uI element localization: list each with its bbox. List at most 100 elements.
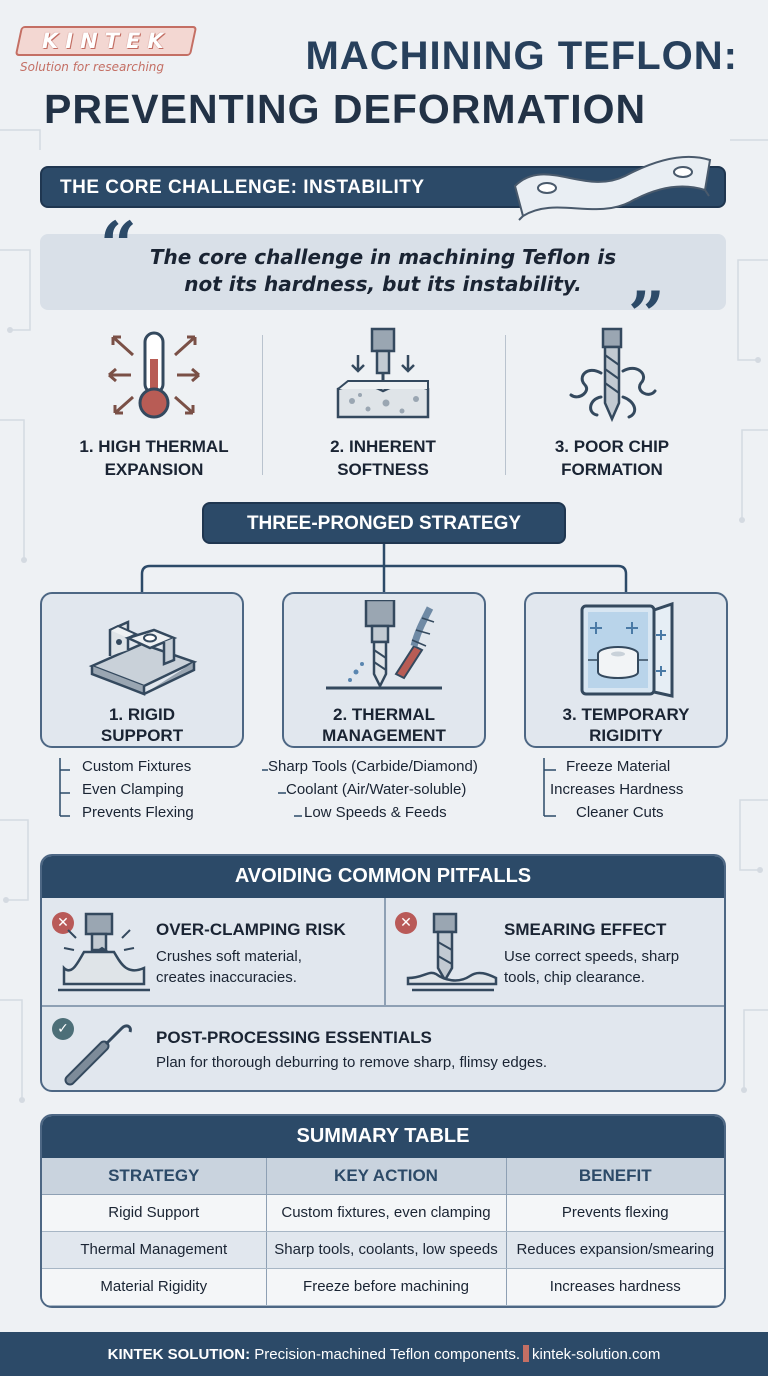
column-header: STRATEGY — [42, 1158, 267, 1195]
pitfall-description: Plan for thorough deburring to remove sh… — [156, 1054, 548, 1071]
core-challenge-heading: THE CORE CHALLENGE: INSTABILITY — [60, 177, 425, 198]
strategy-card-title-line2: MANAGEMENT — [322, 726, 446, 745]
strategy-bullet: Custom Fixtures — [82, 758, 192, 775]
table-cell: Reduces expansion/smearing — [506, 1231, 724, 1269]
summary-table: STRATEGY KEY ACTION BENEFIT Rigid Suppor… — [42, 1158, 724, 1306]
soft-material-icon — [336, 327, 430, 419]
strategy-card-title-line2: SUPPORT — [100, 726, 184, 745]
core-challenge-quote: The core challenge in machining Teflon i… — [40, 234, 726, 310]
bullet-tree-lines — [262, 769, 302, 817]
strategy-bullets-thermal: Sharp Tools (Carbide/Diamond) Coolant (A… — [258, 758, 518, 827]
summary-table-panel: SUMMARY TABLE STRATEGY KEY ACTION BENEFI… — [40, 1114, 726, 1308]
close-quote-icon: ” — [628, 278, 665, 353]
challenge-label: 2. INHERENT SOFTNESS — [269, 435, 497, 481]
freezer-icon — [580, 601, 674, 698]
footer-text: KINTEK SOLUTION: Precision-machined Tefl… — [0, 1345, 768, 1363]
bullet-tree-lines — [59, 758, 70, 817]
table-cell: Sharp tools, coolants, low speeds — [266, 1231, 507, 1269]
fixture-icon — [88, 620, 198, 696]
strategy-card-title: 3. TEMPORARY RIGIDITY — [526, 704, 726, 746]
logo-badge: KINTEK — [14, 26, 198, 56]
strategy-connector-lines — [140, 544, 628, 592]
coolant-tool-icon — [326, 600, 442, 690]
strategy-card-title-line1: 3. TEMPORARY — [562, 705, 690, 724]
strategy-bullet: Coolant (Air/Water-soluble) — [286, 781, 467, 798]
strategy-card-title-line1: 1. RIGID — [108, 705, 176, 724]
strategy-bullet: Even Clamping — [82, 781, 184, 798]
table-cell: Thermal Management — [42, 1231, 267, 1269]
table-cell: Freeze before machining — [266, 1268, 507, 1306]
summary-heading: SUMMARY TABLE — [296, 1125, 470, 1147]
thermometer-icon — [108, 331, 200, 419]
column-header: BENEFIT — [506, 1158, 724, 1195]
challenge-divider — [262, 335, 263, 475]
challenge-list: 1. HIGH THERMAL EXPANSION 2. INHERENT S — [40, 325, 726, 485]
challenge-label: 1. HIGH THERMAL EXPANSION — [40, 435, 268, 481]
table-cell: Increases hardness — [506, 1268, 724, 1306]
checkmark-icon: ✓ — [52, 1018, 74, 1040]
warning-x-icon: ✕ — [395, 912, 417, 934]
pitfalls-header: AVOIDING COMMON PITFALLS — [42, 856, 724, 898]
challenge-poor-chip-formation: 3. POOR CHIP FORMATION — [498, 325, 726, 485]
pitfall-description-line2: creates inaccuracies. — [156, 969, 297, 986]
pitfall-title: POST-PROCESSING ESSENTIALS — [156, 1028, 432, 1047]
footer-brand: KINTEK SOLUTION: — [107, 1346, 251, 1363]
challenge-label-line2: SOFTNESS — [337, 460, 429, 479]
pitfalls-grid-lines — [42, 898, 724, 1007]
quote-text: The core challenge in machining Teflon i… — [40, 244, 726, 298]
logo-text: KINTEK — [41, 29, 171, 53]
brand-logo[interactable]: KINTEK Solution for researching — [14, 26, 198, 74]
strategy-heading-pill: THREE-PRONGED STRATEGY — [202, 502, 566, 544]
challenge-label-line1: 1. HIGH THERMAL — [79, 437, 229, 456]
challenge-label-line1: 3. POOR CHIP — [554, 437, 670, 456]
table-cell: Material Rigidity — [42, 1268, 267, 1306]
table-header-row: STRATEGY KEY ACTION BENEFIT — [42, 1158, 724, 1195]
page-title-line1: MACHINING TEFLON: — [305, 34, 738, 78]
strategy-bullets-rigidity: Freeze Material Increases Hardness Clean… — [540, 758, 760, 827]
pitfall-description: Crushes soft material, creates inaccurac… — [156, 946, 302, 988]
strategy-bullet: Freeze Material — [566, 758, 671, 775]
strategy-card-title-line1: 2. THERMAL — [333, 705, 435, 724]
strategy-bullet: Prevents Flexing — [82, 804, 194, 821]
pitfalls-panel: AVOIDING COMMON PITFALLS ✕ OVER-CLAMPING… — [40, 854, 726, 1092]
challenge-label-line2: EXPANSION — [104, 460, 204, 479]
table-row: Thermal Management Sharp tools, coolants… — [42, 1231, 724, 1269]
challenge-label-line1: 2. INHERENT — [330, 437, 436, 456]
pitfall-title: SMEARING EFFECT — [504, 920, 667, 939]
smearing-icon — [406, 912, 498, 992]
strategy-bullet: Low Speeds & Feeds — [304, 804, 447, 821]
warning-x-icon: ✕ — [52, 912, 74, 934]
warped-teflon-strip-icon — [513, 155, 712, 221]
strategy-bullet: Cleaner Cuts — [576, 804, 664, 821]
strategy-card-title: 2. THERMAL MANAGEMENT — [284, 704, 484, 746]
summary-header: SUMMARY TABLE — [42, 1116, 724, 1158]
page-title-line2: PREVENTING DEFORMATION — [44, 86, 647, 132]
pitfall-description-line1: Crushes soft material, — [156, 948, 302, 965]
strategy-bullet: Sharp Tools (Carbide/Diamond) — [268, 758, 478, 775]
logo-tagline: Solution for researching — [20, 60, 165, 74]
quote-line-2: not its hardness, but its instability. — [184, 272, 582, 296]
quote-line-1: The core challenge in machining Teflon i… — [149, 245, 617, 269]
pitfalls-heading: AVOIDING COMMON PITFALLS — [234, 865, 532, 887]
bullet-tree-lines — [543, 758, 556, 817]
challenge-thermal-expansion: 1. HIGH THERMAL EXPANSION — [40, 325, 268, 485]
table-cell: Prevents flexing — [506, 1194, 724, 1232]
strategy-card-title: 1. RIGID SUPPORT — [42, 704, 242, 746]
pitfall-description-line1: Use correct speeds, sharp — [504, 948, 680, 965]
strategy-card-rigid-support: 1. RIGID SUPPORT — [40, 592, 244, 748]
strategy-bullets-rigid: Custom Fixtures Even Clamping Prevents F… — [56, 758, 276, 827]
table-cell: Rigid Support — [42, 1194, 267, 1232]
drill-chips-icon — [569, 327, 657, 423]
challenge-label-line2: FORMATION — [561, 460, 663, 479]
strategy-heading: THREE-PRONGED STRATEGY — [246, 513, 522, 534]
table-cell: Custom fixtures, even clamping — [266, 1194, 507, 1232]
footer-bar: KINTEK SOLUTION: Precision-machined Tefl… — [0, 1332, 768, 1376]
challenge-inherent-softness: 2. INHERENT SOFTNESS — [269, 325, 497, 485]
footer-tagline: Precision-machined Teflon components. — [254, 1346, 520, 1363]
column-header: KEY ACTION — [266, 1158, 507, 1195]
deburring-tool-icon — [64, 1024, 132, 1086]
footer-website-link[interactable]: kintek-solution.com — [531, 1346, 661, 1363]
pitfall-description-line2: tools, chip clearance. — [504, 969, 645, 986]
footer-divider-mark — [522, 1345, 529, 1362]
